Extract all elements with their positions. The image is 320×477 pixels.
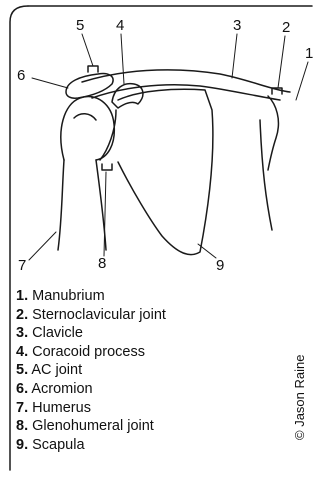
callout-8: 8: [98, 256, 106, 272]
glenohumeral-joint-marker: [102, 164, 112, 170]
leader-2: [278, 36, 285, 88]
humerus-shaft: [58, 160, 106, 250]
acromion-outline: [66, 73, 113, 98]
leader-5: [82, 34, 93, 66]
legend-list: 1. Manubrium 2. Sternoclavicular joint 3…: [16, 287, 166, 454]
humerus-neck: [74, 114, 96, 120]
legend-item: 9. Scapula: [16, 436, 166, 455]
callout-5: 5: [76, 18, 84, 34]
callout-9: 9: [216, 258, 224, 274]
scapula-outline: [118, 89, 213, 254]
leader-6: [32, 78, 68, 88]
callout-3: 3: [233, 18, 241, 34]
manubrium-outline: [268, 96, 278, 170]
leader-3: [232, 34, 237, 78]
copyright-credit: © Jason Raine: [292, 355, 307, 440]
legend-item: 4. Coracoid process: [16, 343, 166, 362]
rib-line: [260, 120, 272, 230]
leader-4: [121, 34, 124, 84]
leader-7: [29, 232, 56, 260]
callout-4: 4: [116, 18, 124, 34]
ac-joint-marker: [88, 66, 98, 72]
legend-item: 3. Clavicle: [16, 324, 166, 343]
legend-item: 8. Glenohumeral joint: [16, 417, 166, 436]
legend-item: 2. Sternoclavicular joint: [16, 306, 166, 325]
legend-item: 7. Humerus: [16, 399, 166, 418]
callout-6: 6: [17, 68, 25, 84]
leader-1: [296, 62, 308, 100]
legend-item: 6. Acromion: [16, 380, 166, 399]
callout-1: 1: [305, 46, 313, 62]
callout-2: 2: [282, 20, 290, 36]
legend-item: 5. AC joint: [16, 361, 166, 380]
callout-7: 7: [18, 258, 26, 274]
legend-item: 1. Manubrium: [16, 287, 166, 306]
